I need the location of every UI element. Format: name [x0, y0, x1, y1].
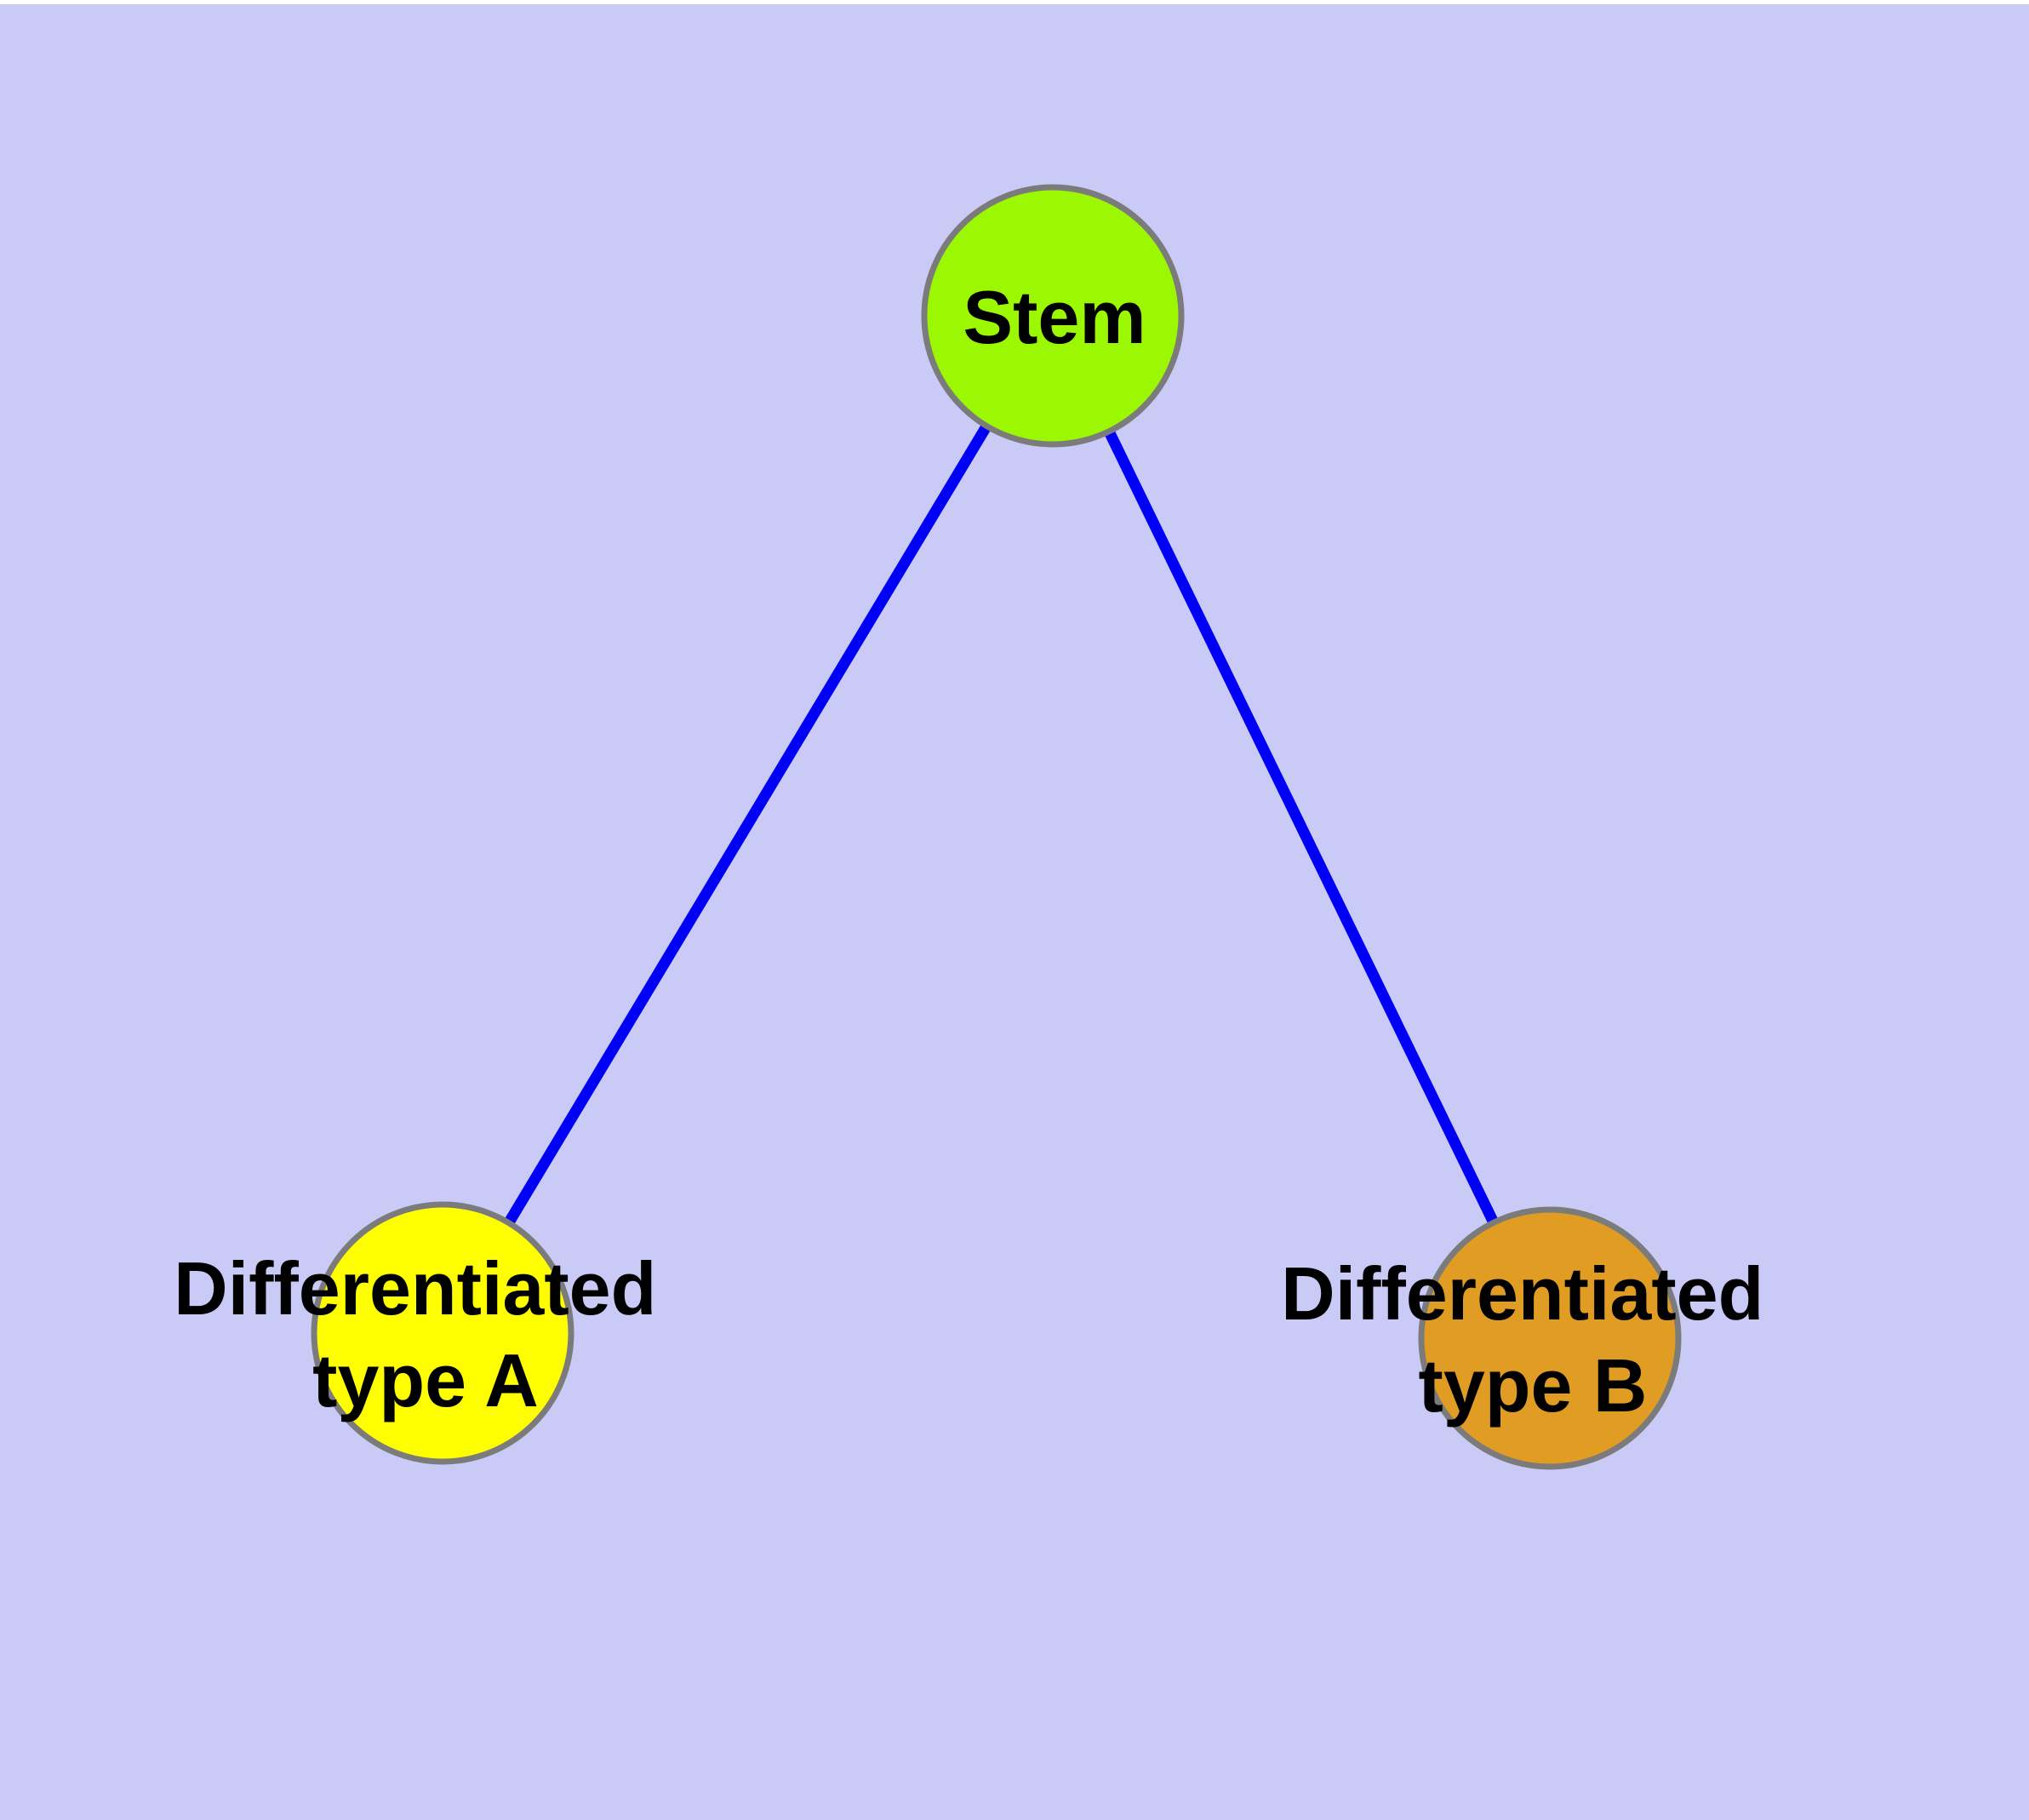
node-label-diff-b-line1: Differentiated: [1281, 1251, 1763, 1336]
node-label-diff-b-line2: type B: [1419, 1343, 1648, 1428]
node-label-differentiated-type-b: Differentiated type B: [1281, 1251, 1785, 1428]
edge-stem-to-diff-b: [1048, 313, 1555, 1341]
node-stem: [921, 184, 1185, 448]
node-differentiated-type-b: [1418, 1206, 1682, 1470]
nodes-layer: [311, 184, 1682, 1470]
node-label-stem: Stem: [963, 275, 1146, 359]
labels-layer: Stem Differentiated type A Differentiate…: [174, 275, 1785, 1428]
edges-layer: [437, 312, 1555, 1341]
node-label-diff-a-line1: Differentiated: [174, 1246, 656, 1331]
window-edge-strip: [0, 0, 2029, 4]
node-label-stem-line1: Stem: [963, 275, 1146, 359]
node-label-diff-a-line2: type A: [312, 1338, 539, 1422]
node-differentiated-type-a: [311, 1201, 574, 1465]
edge-stem-to-diff-a: [437, 312, 1058, 1336]
node-label-differentiated-type-a: Differentiated type A: [174, 1246, 677, 1422]
